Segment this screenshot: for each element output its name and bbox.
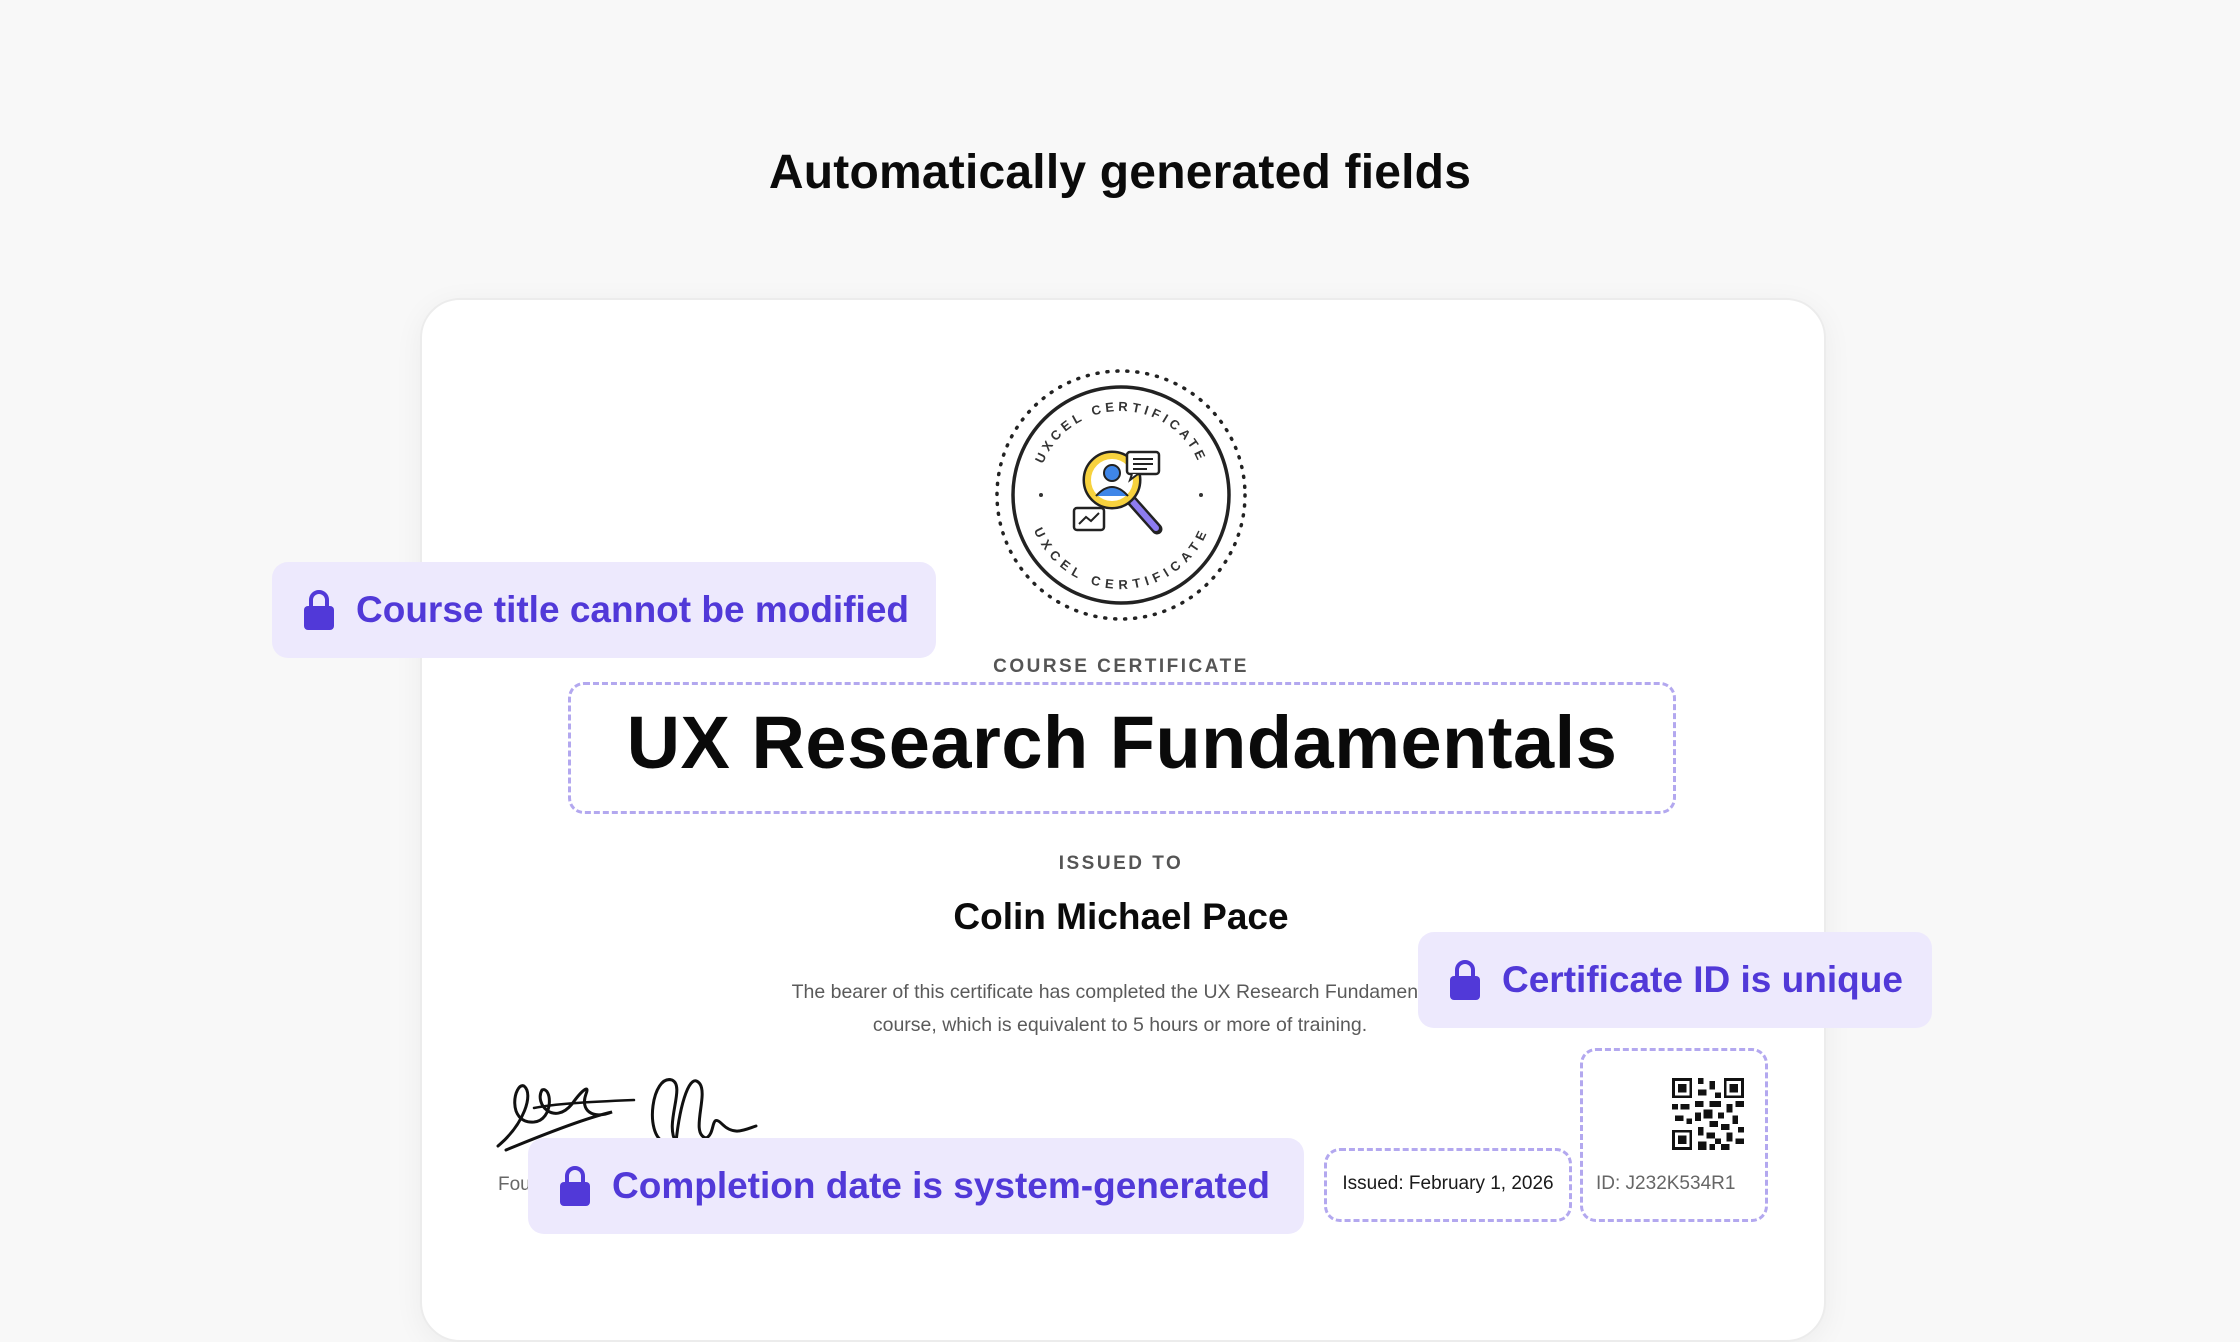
callout-completion-date: Completion date is system-generated: [528, 1138, 1304, 1234]
qr-code-icon: [1672, 1078, 1744, 1150]
certificate-id-field-outline: [1580, 1048, 1768, 1222]
lock-icon: [1450, 960, 1480, 1000]
description-line-1: The bearer of this certificate has compl…: [791, 981, 1449, 1003]
course-title-field-outline: [568, 682, 1676, 814]
issued-date: Issued: February 1, 2026: [1342, 1173, 1554, 1194]
callout-certificate-id: Certificate ID is unique: [1418, 932, 1932, 1028]
page-title: Automatically generated fields: [768, 146, 1472, 199]
callout-course-title-text: Course title cannot be modified: [356, 589, 909, 630]
lock-icon: [560, 1166, 590, 1206]
issued-date-field-outline: [1324, 1148, 1572, 1222]
issued-to-label: ISSUED TO: [1058, 853, 1184, 874]
callout-course-title: Course title cannot be modified: [272, 562, 936, 658]
recipient-name: Colin Michael Pace: [953, 896, 1289, 937]
founder-label: Fou: [498, 1174, 531, 1195]
description-line-2: course, which is equivalent to 5 hours o…: [872, 1014, 1368, 1036]
certificate-badge-icon: UXCEL CERTIFICATE UXCEL CERTIFICATE: [995, 369, 1247, 621]
callout-certificate-id-text: Certificate ID is unique: [1502, 959, 1903, 1000]
course-certificate-label: COURSE CERTIFICATE: [993, 656, 1249, 677]
magnifier-person-icon: [1072, 450, 1163, 535]
certificate-id: ID: J232K534R1: [1596, 1173, 1736, 1194]
lock-icon: [304, 590, 334, 630]
certificate-description: The bearer of this certificate has compl…: [740, 976, 1500, 1042]
callout-completion-date-text: Completion date is system-generated: [612, 1165, 1270, 1206]
course-title: UX Research Fundamentals: [626, 701, 1618, 784]
signature-image: [496, 1078, 758, 1152]
